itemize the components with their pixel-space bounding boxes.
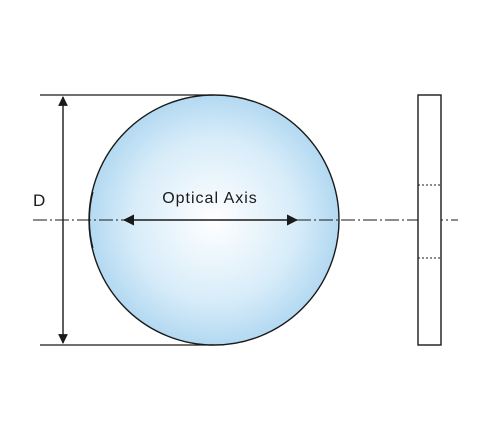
optical-axis-label: Optical Axis	[162, 190, 258, 207]
diameter-label: D	[33, 191, 45, 210]
lens-side-view	[417, 94, 442, 346]
